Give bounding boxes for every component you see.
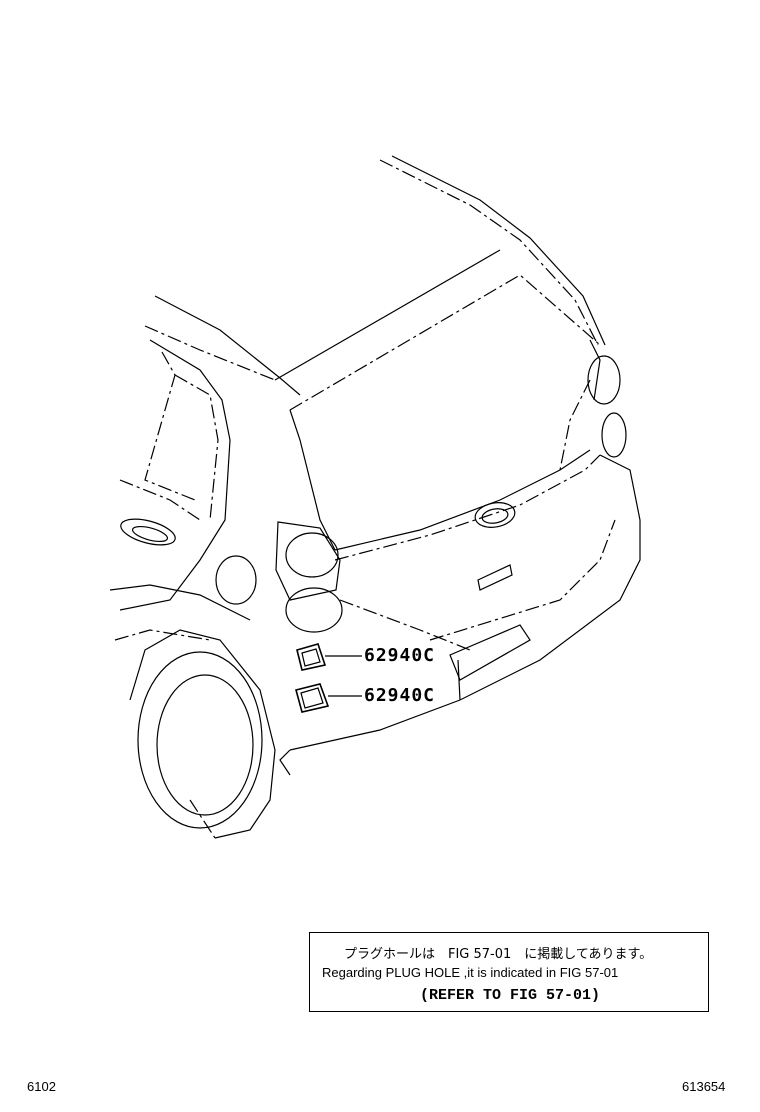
- rear-wheel: [129, 629, 276, 839]
- figure-number: 6102: [27, 1079, 56, 1094]
- roof-lines: [144, 155, 606, 411]
- note-japanese-text: プラグホールは FIG 57-01 に掲載してあります。: [344, 947, 653, 962]
- side-body: [109, 339, 257, 641]
- note-reference-link[interactable]: (REFER TO FIG 57-01): [420, 987, 601, 1004]
- part-number-callout[interactable]: 62940C: [364, 685, 436, 706]
- illustration-id: 613654: [682, 1079, 726, 1094]
- emblem-and-handle: [474, 502, 516, 591]
- part-number-callout[interactable]: 62940C: [364, 645, 436, 666]
- bumper: [279, 454, 641, 776]
- rear-hatch: [289, 379, 616, 651]
- plug-hole-part-2: [295, 683, 330, 713]
- taillights: [275, 339, 627, 633]
- plug-hole-part-1: [296, 643, 327, 671]
- note-english-text: Regarding PLUG HOLE ,it is indicated in …: [322, 965, 619, 980]
- reference-note-box: プラグホールは FIG 57-01 に掲載してあります。 Regarding P…: [309, 932, 709, 1012]
